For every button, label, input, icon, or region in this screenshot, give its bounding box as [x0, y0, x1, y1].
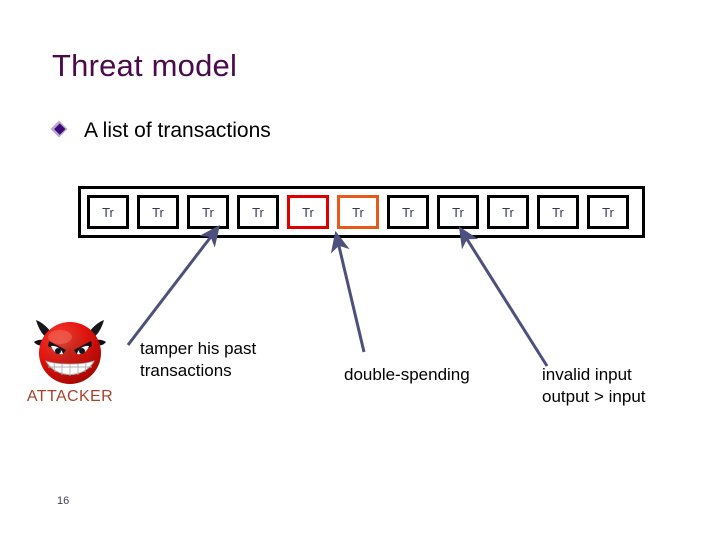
transaction-box-label: Tr — [452, 204, 464, 220]
annotation-tamper: tamper his past transactions — [140, 339, 257, 380]
transaction-box-label: Tr — [402, 204, 414, 220]
annotation-double-spending: double-spending — [344, 365, 470, 384]
transaction-box: Tr — [187, 195, 229, 229]
page-number: 16 — [57, 495, 70, 507]
transaction-box: Tr — [587, 195, 629, 229]
transaction-box: Tr — [487, 195, 529, 229]
transaction-chain-container: Tr Tr Tr Tr Tr Tr Tr Tr Tr Tr Tr — [78, 186, 645, 238]
transaction-box-label: Tr — [602, 204, 614, 220]
transaction-chain-strip: Tr Tr Tr Tr Tr Tr Tr Tr Tr Tr Tr — [87, 195, 638, 229]
bullet-text: A list of transactions — [84, 119, 271, 142]
diamond-bullet-icon — [50, 120, 70, 140]
transaction-box: Tr — [287, 195, 329, 229]
transaction-box: Tr — [387, 195, 429, 229]
transaction-box-label: Tr — [202, 204, 214, 220]
transaction-box-label: Tr — [352, 204, 364, 220]
transaction-box-label: Tr — [152, 204, 164, 220]
transaction-box: Tr — [87, 195, 129, 229]
transaction-box-label: Tr — [252, 204, 264, 220]
transaction-box: Tr — [437, 195, 479, 229]
bullet-row: A list of transactions — [50, 119, 271, 142]
angry-devil-face-icon — [30, 312, 110, 390]
transaction-box-label: Tr — [302, 204, 314, 220]
transaction-box: Tr — [237, 195, 279, 229]
transaction-box-label: Tr — [102, 204, 114, 220]
attacker-label: ATTACKER — [26, 388, 114, 405]
transaction-box: Tr — [537, 195, 579, 229]
transaction-box-label: Tr — [502, 204, 514, 220]
arrow-double-to-tx6 — [330, 230, 366, 353]
arrow-invalid-to-tx8 — [458, 226, 549, 367]
transaction-box: Tr — [137, 195, 179, 229]
arrow-tamper-to-tx3 — [126, 224, 220, 346]
transaction-box-label: Tr — [552, 204, 564, 220]
annotation-invalid-input: invalid input output > input — [542, 365, 646, 406]
page-title: Threat model — [52, 48, 238, 83]
attacker-group: ATTACKER — [14, 312, 126, 406]
transaction-box: Tr — [337, 195, 379, 229]
